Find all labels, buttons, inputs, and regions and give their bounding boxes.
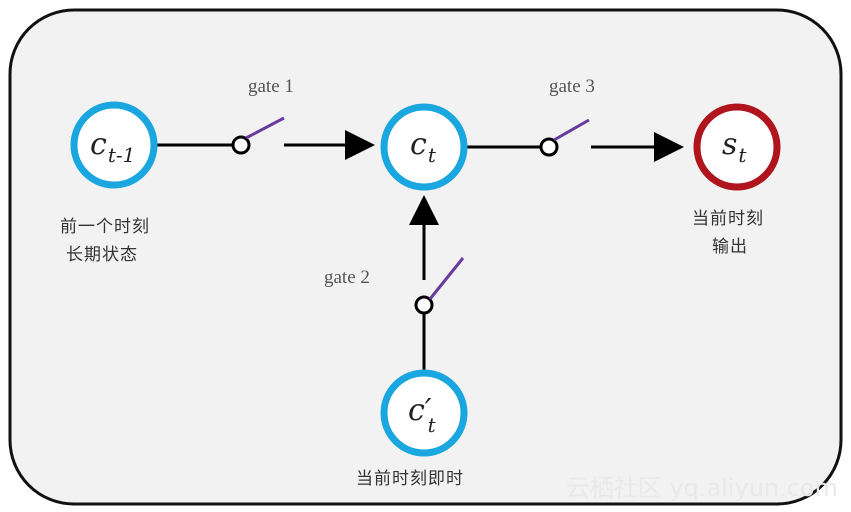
gate1-pivot <box>231 135 251 155</box>
node-current-state: ct <box>380 103 468 191</box>
node-candidate: c′t <box>380 369 468 457</box>
node-prev-state: ct-1 <box>70 101 158 189</box>
gate3-pivot <box>539 137 559 157</box>
prev-state-caption-line1: 前一个时刻 <box>60 217 150 237</box>
watermark: 云栖社区 yq.aliyun.com <box>566 474 838 502</box>
gate2-pivot <box>414 295 434 315</box>
node-prev-state-symbol: ct-1 <box>90 127 135 167</box>
gate2-label: gate 2 <box>324 267 370 288</box>
node-output-circle <box>693 103 781 191</box>
node-prev-state-circle <box>70 101 158 189</box>
gate1-label: gate 1 <box>248 76 294 97</box>
gate3-label: gate 3 <box>549 76 595 97</box>
prev-state-caption-line2: 长期状态 <box>66 245 138 265</box>
gate2-lever <box>428 257 465 300</box>
node-output: st <box>693 103 781 191</box>
node-current-state-circle <box>380 103 468 191</box>
node-current-state-symbol: ct <box>410 127 437 167</box>
gate1-lever <box>245 116 285 140</box>
output-caption-line1: 当前时刻 <box>692 209 764 229</box>
candidate-caption: 当前时刻即时 <box>356 469 464 489</box>
node-candidate-circle <box>380 369 468 457</box>
gate3-lever <box>553 118 590 142</box>
node-candidate-symbol: c′t <box>408 393 437 437</box>
node-output-symbol: st <box>722 127 747 167</box>
output-caption-line2: 输出 <box>712 237 748 257</box>
